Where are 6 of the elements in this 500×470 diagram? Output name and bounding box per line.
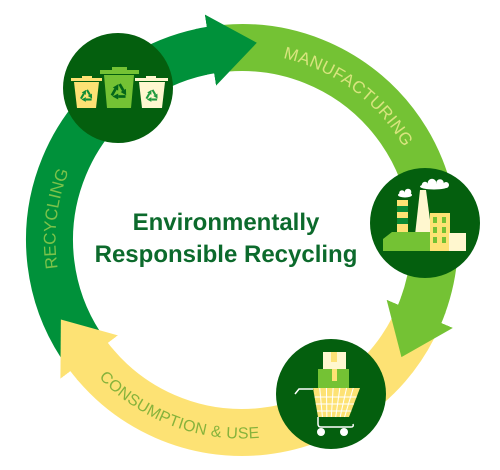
arrow [60, 320, 118, 380]
curved-band [76, 316, 435, 456]
factory-icon [370, 168, 480, 278]
arrow [195, 14, 257, 86]
arrow [386, 296, 454, 358]
diagram-title: Environmentally Responsible Recycling [94, 208, 358, 270]
